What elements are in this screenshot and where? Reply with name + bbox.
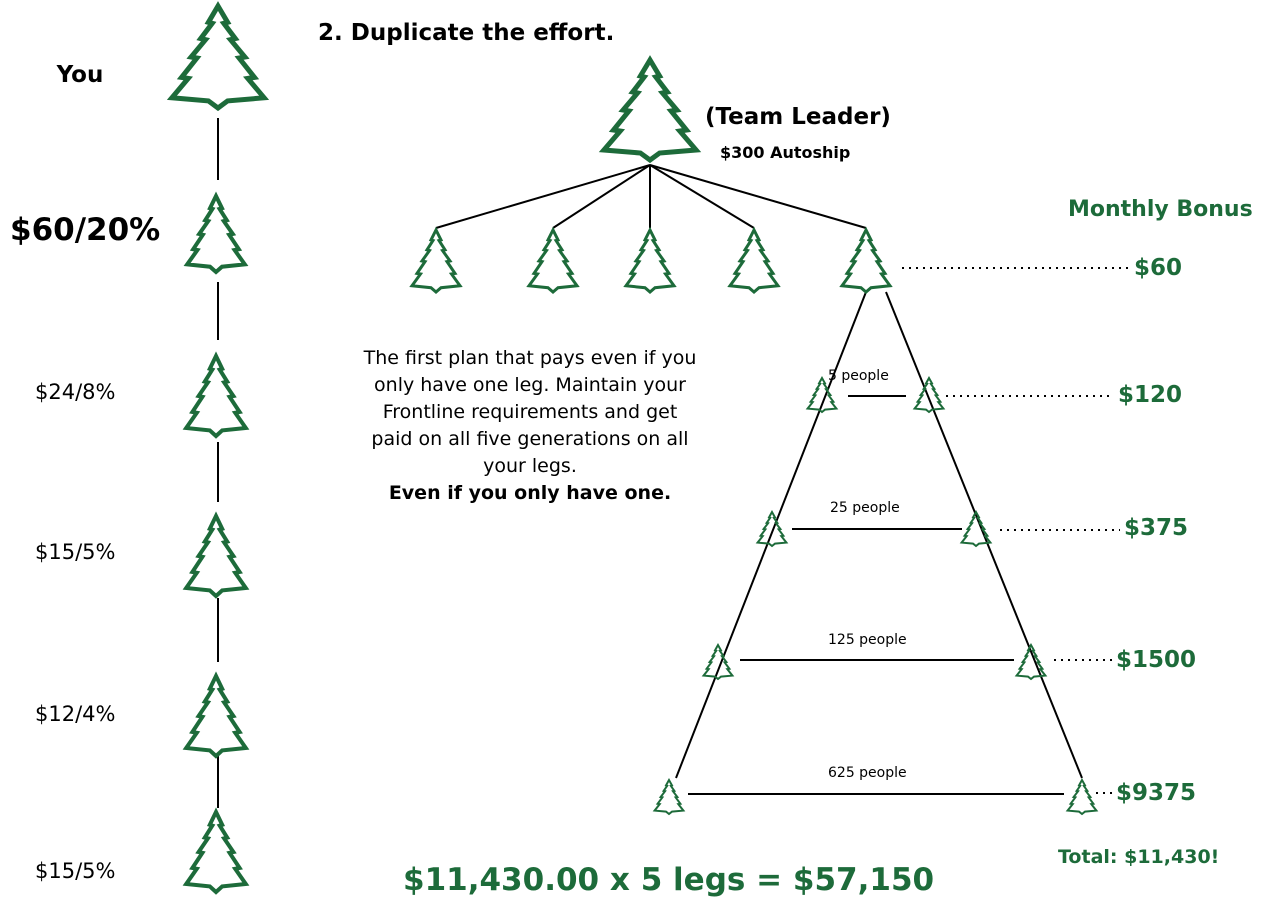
fan-line-5: [649, 164, 867, 229]
description-line-4: paid on all five generations on all: [371, 428, 689, 450]
fan-line-1: [435, 164, 651, 229]
description-line-1: The first plan that pays even if you: [363, 347, 697, 369]
bonus-value-60: $60: [1134, 255, 1183, 281]
tree-icon-frontline-1: [409, 226, 463, 294]
left-label-you: You: [56, 62, 104, 88]
tree-icon-level-5-right: [912, 375, 946, 414]
description-line-5: your legs.: [483, 455, 577, 477]
tree-icon-level-125-left: [701, 642, 735, 681]
tree-icon-level-5-left: [805, 375, 839, 414]
total-bonus: Total: $11,430!: [1058, 846, 1220, 868]
left-label-level-4: $12/4%: [35, 702, 116, 726]
step-number: 2.: [318, 20, 343, 46]
tree-icon-level-1: [183, 191, 249, 275]
plan-description: The first plan that pays even if you onl…: [330, 345, 730, 507]
monthly-bonus-header: Monthly Bonus: [1068, 197, 1253, 222]
footer-total: $11,430.00 x 5 legs = $57,150: [403, 862, 935, 898]
tree-icon-level-5: [182, 807, 250, 895]
description-line-2: only have one leg. Maintain your: [374, 374, 686, 396]
tree-icon-level-125-right: [1014, 642, 1048, 681]
fan-line-2: [552, 164, 651, 229]
team-leader-subtitle: $300 Autoship: [720, 143, 851, 162]
tree-icon-level-25-right: [959, 509, 993, 548]
bonus-value-9375: $9375: [1116, 780, 1197, 806]
people-count-5: 5 people: [828, 368, 889, 384]
tree-icon-frontline-4: [727, 226, 781, 294]
tree-icon-level-2: [182, 351, 250, 439]
tree-icon-level-625-right: [1065, 777, 1099, 816]
left-label-level-1: $60/20%: [10, 212, 161, 248]
people-count-625: 625 people: [828, 765, 907, 781]
tree-icon-frontline-2: [526, 226, 580, 294]
tree-icon-frontline-3: [623, 226, 677, 294]
tree-icon-team-leader: [598, 55, 702, 164]
tree-icon-level-25-left: [755, 509, 789, 548]
pyramid-right-edge: [885, 291, 1083, 779]
bonus-value-120: $120: [1118, 382, 1183, 408]
fan-line-4: [649, 164, 755, 229]
step-text: Duplicate the effort.: [350, 20, 615, 46]
people-count-125: 125 people: [828, 632, 907, 648]
tree-icon-level-625-left: [652, 777, 686, 816]
description-line-3: Frontline requirements and get: [382, 401, 678, 423]
tree-icon-frontline-5: [839, 226, 893, 294]
bonus-value-1500: $1500: [1116, 647, 1197, 673]
tree-icon-you: [166, 1, 270, 112]
left-label-level-2: $24/8%: [35, 380, 116, 404]
tree-icon-level-3: [182, 511, 250, 599]
step-header: 2. Duplicate the effort.: [318, 20, 614, 46]
description-bold-line: Even if you only have one.: [388, 482, 672, 504]
pyramid-left-edge: [675, 291, 867, 779]
team-leader-title: (Team Leader): [705, 104, 891, 130]
left-label-level-3: $15/5%: [35, 540, 116, 564]
left-label-level-5: $15/5%: [35, 859, 116, 883]
people-count-25: 25 people: [830, 500, 900, 516]
bonus-value-375: $375: [1124, 515, 1189, 541]
tree-icon-level-4: [182, 671, 250, 759]
